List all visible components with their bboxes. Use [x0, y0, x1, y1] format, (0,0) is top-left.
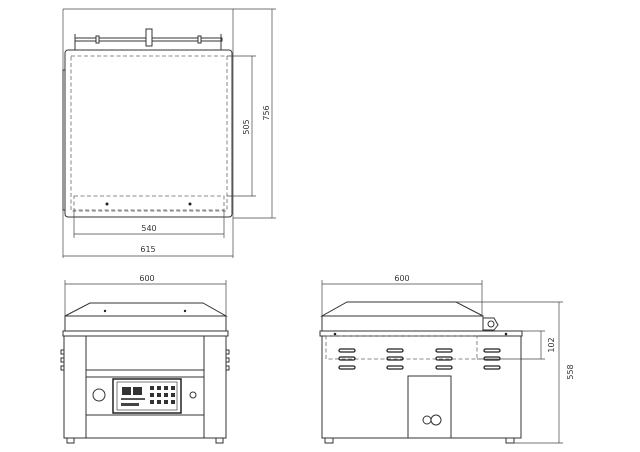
- chamber-outline: [70, 55, 228, 212]
- lid-top: [64, 302, 228, 317]
- lid-outline: [64, 49, 233, 218]
- body: [321, 335, 522, 439]
- dimension-558: 558: [566, 364, 575, 379]
- access-door: [407, 375, 452, 439]
- hinge-bracket: [483, 317, 499, 331]
- screw: [105, 202, 109, 206]
- dimension-600-front: 600: [139, 274, 154, 283]
- top-view: 756 505 540 615: [62, 8, 276, 258]
- hinge-bar: [74, 28, 223, 50]
- dimension-505: 505: [242, 119, 251, 134]
- side-edge: [62, 69, 66, 211]
- dimension-615: 615: [140, 245, 155, 254]
- screw: [188, 202, 192, 206]
- base-plate: [319, 330, 523, 337]
- seal-bar-outline: [73, 195, 225, 211]
- vents: [338, 348, 501, 370]
- dimension-756: 756: [262, 105, 271, 120]
- control-panel: [112, 378, 182, 414]
- indicator: [189, 391, 197, 399]
- side-view: 600 102 558: [319, 274, 575, 444]
- lid-top: [320, 301, 484, 317]
- dimension-540: 540: [141, 224, 156, 233]
- dimension-102: 102: [547, 337, 556, 352]
- foot: [324, 437, 334, 444]
- port: [430, 414, 442, 426]
- lid: [64, 315, 227, 332]
- base-plate: [62, 330, 229, 337]
- foot: [505, 437, 515, 444]
- foot: [215, 437, 224, 444]
- dimension-600-side: 600: [394, 274, 409, 283]
- lid: [321, 315, 484, 332]
- front-view: 600: [60, 274, 230, 444]
- power-knob: [92, 388, 106, 402]
- chamber-outline: [325, 335, 478, 360]
- foot: [66, 437, 75, 444]
